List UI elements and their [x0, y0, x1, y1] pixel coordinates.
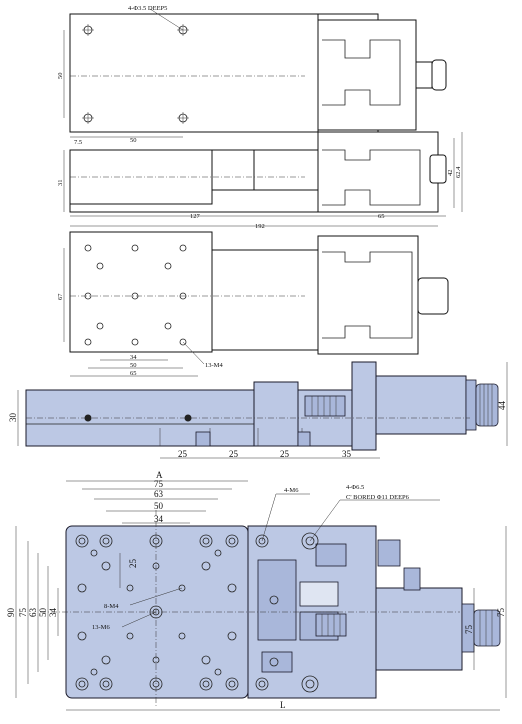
plan-dim-50: 50: [154, 501, 164, 511]
side1-dim-motor: 65: [378, 213, 385, 220]
side-view-1: 31 127 192 65 42 62.4: [57, 131, 463, 230]
plan-coupling-bottom: [315, 613, 347, 637]
top-view-motor-shaft: [415, 61, 433, 89]
top-view: 4-Φ3.5 DEEP5 7.5 50 50: [57, 5, 447, 146]
top-view-motor: [317, 19, 417, 131]
grid-thread-callout: 13-M4: [205, 362, 223, 369]
plan-vert-63: 63: [28, 608, 38, 618]
side2-pitch-2: 25: [229, 449, 239, 459]
plan-vert-75: 75: [18, 608, 28, 618]
top-view-holes: [82, 24, 189, 124]
side1-dim-total: 192: [255, 223, 265, 230]
side2-pitch-3: 25: [280, 449, 290, 459]
grid-dim-pitch2: 50: [130, 362, 137, 369]
side-view-2: 30 44 25 25 25 35: [8, 361, 508, 459]
side2-block: [253, 381, 299, 447]
plan-holes: [75, 532, 319, 693]
side2-dim-height-right: 44: [497, 401, 507, 411]
plan-dim-75: 75: [154, 479, 164, 489]
top-hole-callout: 4-Φ3.5 DEEP5: [128, 5, 167, 12]
top-dim-height: 50: [57, 73, 64, 80]
plan-vert-34: 34: [48, 608, 58, 618]
top-dim-width: 50: [130, 137, 137, 144]
plan-right-75-outer: 75: [496, 608, 506, 618]
plan-right-75-inner: 75: [464, 625, 474, 635]
side1-motor: [317, 131, 439, 213]
grid-holes: [84, 244, 187, 346]
side1-dim-height: 31: [57, 180, 64, 187]
plan-dim-63: 63: [154, 489, 164, 499]
grid-plate: [69, 231, 213, 353]
plan-motor: [375, 587, 463, 671]
side2-knob: [475, 383, 499, 427]
grid-dim-pitch3: 65: [130, 370, 137, 377]
plan-dim-25: 25: [128, 559, 138, 569]
plan-callout-m6-4: 4-M6: [284, 487, 299, 494]
plan-callout-m4: 8-M4: [104, 603, 119, 610]
side2-pitch-last: 35: [342, 449, 352, 459]
plan-coupling-top: [315, 543, 347, 567]
grid-dim-pitch1: 34: [130, 354, 137, 361]
side1-dim-motor-h1: 42: [447, 170, 454, 177]
plan-label-a: A: [156, 470, 163, 480]
grid-view: 67 34 50 65 13-M4: [57, 231, 449, 377]
grid-dim-height: 67: [57, 293, 64, 300]
top-dim-offset: 7.5: [74, 139, 82, 146]
side2-flange: [351, 361, 377, 451]
plan-callout-m6-13: 13-M6: [92, 624, 110, 631]
plan-dim-34: 34: [154, 514, 164, 524]
side2-coupling: [304, 395, 346, 417]
side1-dim-motor-h2: 62.4: [455, 166, 462, 178]
plan-callout-bore-2: C' BORED Φ11 DEEP6: [346, 494, 410, 501]
plan-vert-90: 90: [6, 608, 16, 618]
side2-dim-height-left: 30: [8, 413, 18, 423]
plan-label-l: L: [280, 700, 286, 710]
plan-callout-bore-1: 4-Φ6.5: [346, 484, 364, 491]
top-view-body: [69, 13, 319, 133]
side2-motor: [375, 375, 467, 435]
side1-dim-body: 127: [190, 213, 201, 220]
plan-vert-50: 50: [38, 608, 48, 618]
plan-view: A 75 63 50 34 4-M6 4-Φ6.5 C' BORED Φ11 D…: [6, 470, 507, 711]
side2-pitch-1: 25: [178, 449, 188, 459]
grid-motor: [317, 235, 419, 355]
